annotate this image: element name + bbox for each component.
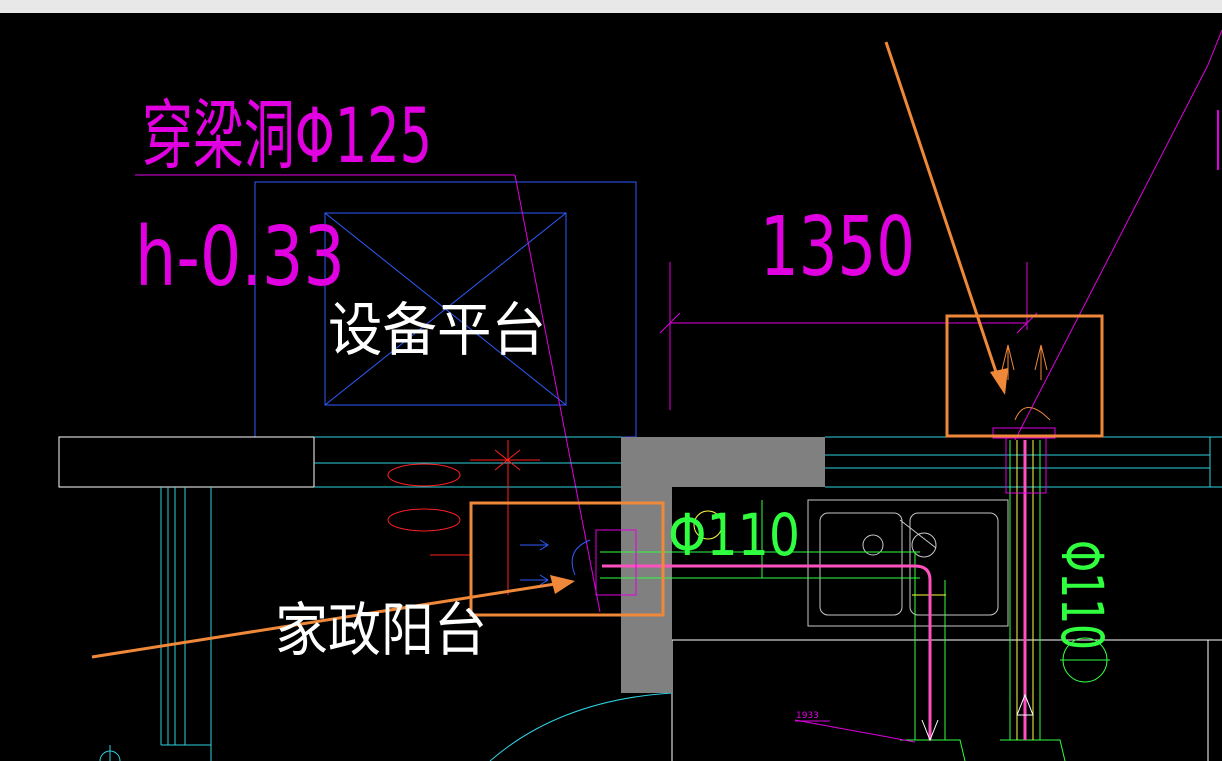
wall-outline	[58, 436, 1222, 761]
highlight-box-vent	[945, 314, 1104, 438]
wall-sleeve	[595, 529, 637, 596]
concrete-column	[621, 437, 825, 693]
window-top-bar	[0, 0, 1222, 13]
sink-fixture	[807, 499, 1009, 627]
annotation-arrow-vent	[884, 41, 1008, 395]
dimension-1350	[659, 262, 1038, 410]
cad-drawing-canvas[interactable]: 穿梁洞Φ125 h-0.33 设备平台 1350 家政阳台 Φ110 Φ110 …	[0, 13, 1222, 761]
drain-pipe	[602, 440, 1027, 740]
red-markers	[387, 440, 540, 595]
beam-hole-label: 穿梁洞Φ125	[142, 91, 432, 180]
elevation-label: h-0.33	[135, 210, 345, 305]
roof-vent	[992, 344, 1056, 494]
dimension-label: 1350	[760, 200, 915, 295]
leader-line-right	[1014, 64, 1209, 441]
small-note-label: 1933	[796, 711, 819, 721]
highlight-box-balcony	[469, 501, 665, 617]
green-pipes	[600, 440, 1110, 761]
vent-symbols	[520, 539, 591, 586]
cyan-structure	[99, 436, 1222, 761]
pipe-diameter-label: Φ110	[668, 501, 800, 569]
equipment-platform-label: 设备平台	[328, 296, 546, 364]
pipe-diameter-label-vertical: Φ110	[1048, 540, 1116, 650]
leader-line-right-top	[1207, 29, 1222, 66]
pipe-arrows	[921, 693, 1034, 742]
annotation-arrow-balcony	[91, 575, 575, 659]
domestic-balcony-label: 家政阳台	[275, 596, 487, 664]
note-leader	[794, 719, 916, 743]
beam-hole-leader-diagonal	[514, 174, 601, 613]
